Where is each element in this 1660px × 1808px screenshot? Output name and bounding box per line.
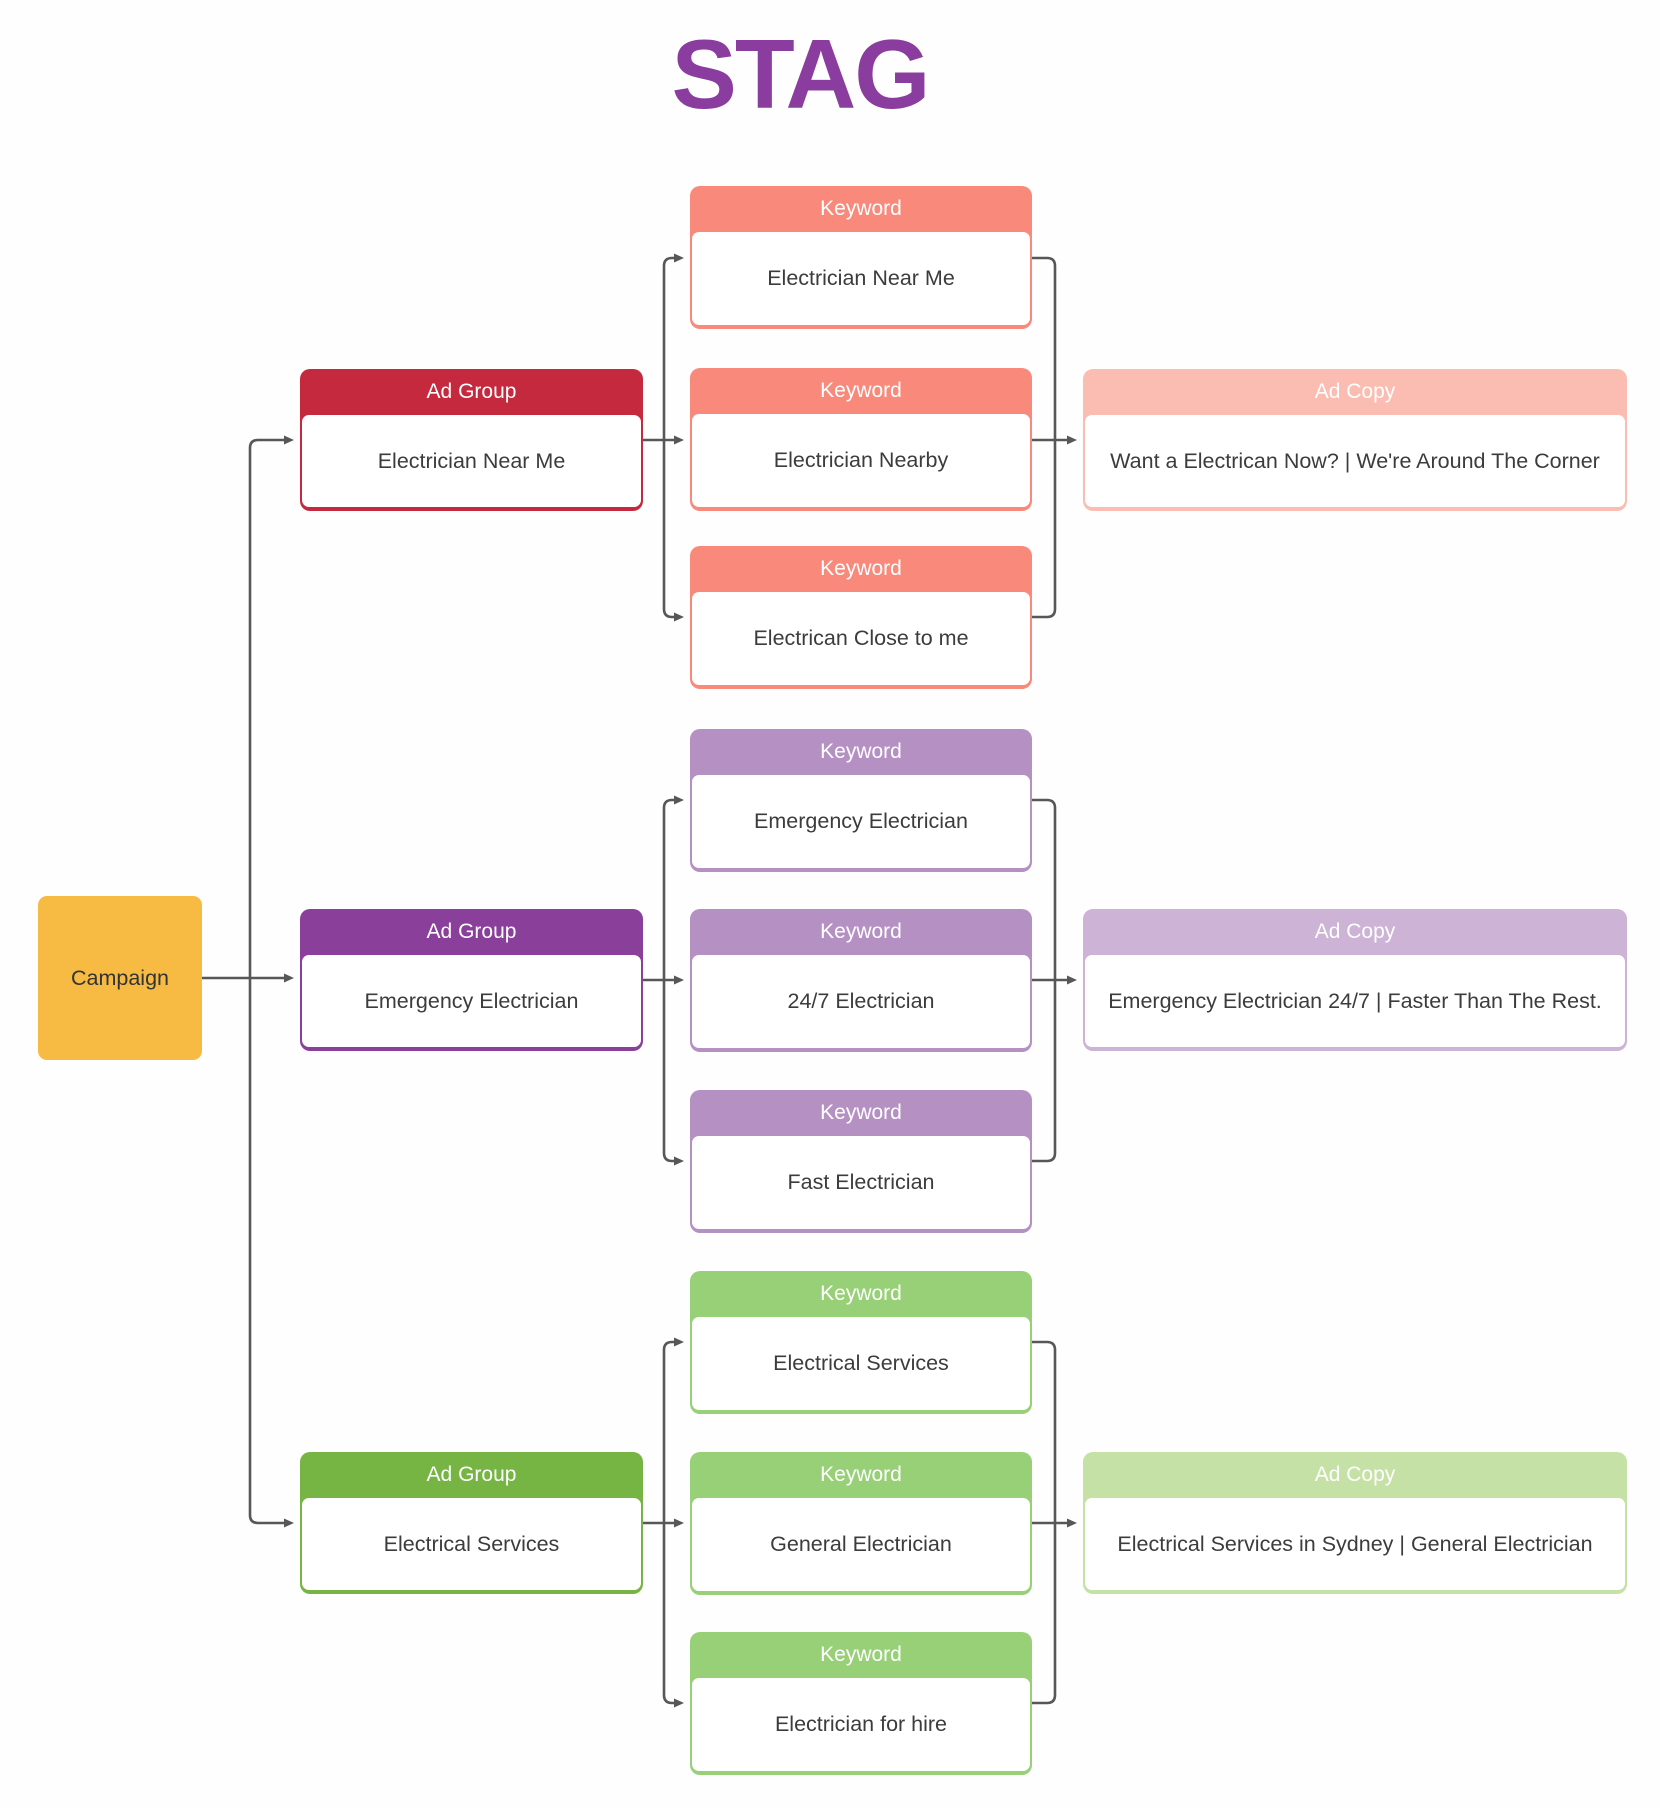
keyword-node-3-1: Keyword Electrical Services xyxy=(690,1271,1032,1414)
node-header: Ad Copy xyxy=(1314,920,1396,943)
ad-group-node-2: Ad Group Emergency Electrician xyxy=(300,909,643,1051)
keyword-name: Electrican Close to me xyxy=(692,592,1030,685)
ad-group-node-3: Ad Group Electrical Services xyxy=(300,1452,643,1594)
node-header: Keyword xyxy=(820,920,902,943)
node-header: Keyword xyxy=(820,1463,902,1486)
keyword-node-1-3: Keyword Electrican Close to me xyxy=(690,546,1032,689)
node-header: Keyword xyxy=(820,1101,902,1124)
keyword-node-3-3: Keyword Electrician for hire xyxy=(690,1632,1032,1775)
node-header: Keyword xyxy=(820,557,902,580)
ad-group-name: Emergency Electrician xyxy=(302,955,641,1047)
ad-group-name: Electrician Near Me xyxy=(302,415,641,507)
node-header: Ad Group xyxy=(426,1463,517,1486)
campaign-node: Campaign xyxy=(38,896,202,1060)
ad-group-name: Electrical Services xyxy=(302,1498,641,1590)
keyword-name: Fast Electrician xyxy=(692,1136,1030,1229)
node-header: Keyword xyxy=(820,1643,902,1666)
keyword-node-1-2: Keyword Electrician Nearby xyxy=(690,368,1032,511)
keyword-name: General Electrician xyxy=(692,1498,1030,1591)
keyword-node-3-2: Keyword General Electrician xyxy=(690,1452,1032,1595)
keyword-node-2-2: Keyword 24/7 Electrician xyxy=(690,909,1032,1052)
keyword-name: Electrical Services xyxy=(692,1317,1030,1410)
ad-copy-text: Want a Electrican Now? | We're Around Th… xyxy=(1085,415,1625,507)
node-header: Ad Copy xyxy=(1314,380,1396,403)
node-header: Ad Copy xyxy=(1314,1463,1396,1486)
keyword-name: Emergency Electrician xyxy=(692,775,1030,868)
campaign-label: Campaign xyxy=(71,965,169,990)
keyword-node-2-3: Keyword Fast Electrician xyxy=(690,1090,1032,1233)
keyword-name: Electrician Nearby xyxy=(692,414,1030,507)
ad-copy-node-3: Ad Copy Electrical Services in Sydney | … xyxy=(1083,1452,1627,1594)
keyword-name: Electrician for hire xyxy=(692,1678,1030,1771)
node-header: Keyword xyxy=(820,740,902,763)
node-header: Keyword xyxy=(820,379,902,402)
ad-copy-text: Electrical Services in Sydney | General … xyxy=(1085,1498,1625,1590)
ad-copy-node-1: Ad Copy Want a Electrican Now? | We're A… xyxy=(1083,369,1627,511)
node-header: Keyword xyxy=(820,197,902,220)
node-header: Ad Group xyxy=(426,380,517,403)
ad-copy-node-2: Ad Copy Emergency Electrician 24/7 | Fas… xyxy=(1083,909,1627,1051)
keyword-node-2-1: Keyword Emergency Electrician xyxy=(690,729,1032,872)
keyword-node-1-1: Keyword Electrician Near Me xyxy=(690,186,1032,329)
keyword-name: 24/7 Electrician xyxy=(692,955,1030,1048)
diagram-title: STAG xyxy=(671,19,931,129)
ad-copy-text: Emergency Electrician 24/7 | Faster Than… xyxy=(1085,955,1625,1047)
keyword-name: Electrician Near Me xyxy=(692,232,1030,325)
ad-group-node-1: Ad Group Electrician Near Me xyxy=(300,369,643,511)
node-header: Keyword xyxy=(820,1282,902,1305)
node-header: Ad Group xyxy=(426,920,517,943)
